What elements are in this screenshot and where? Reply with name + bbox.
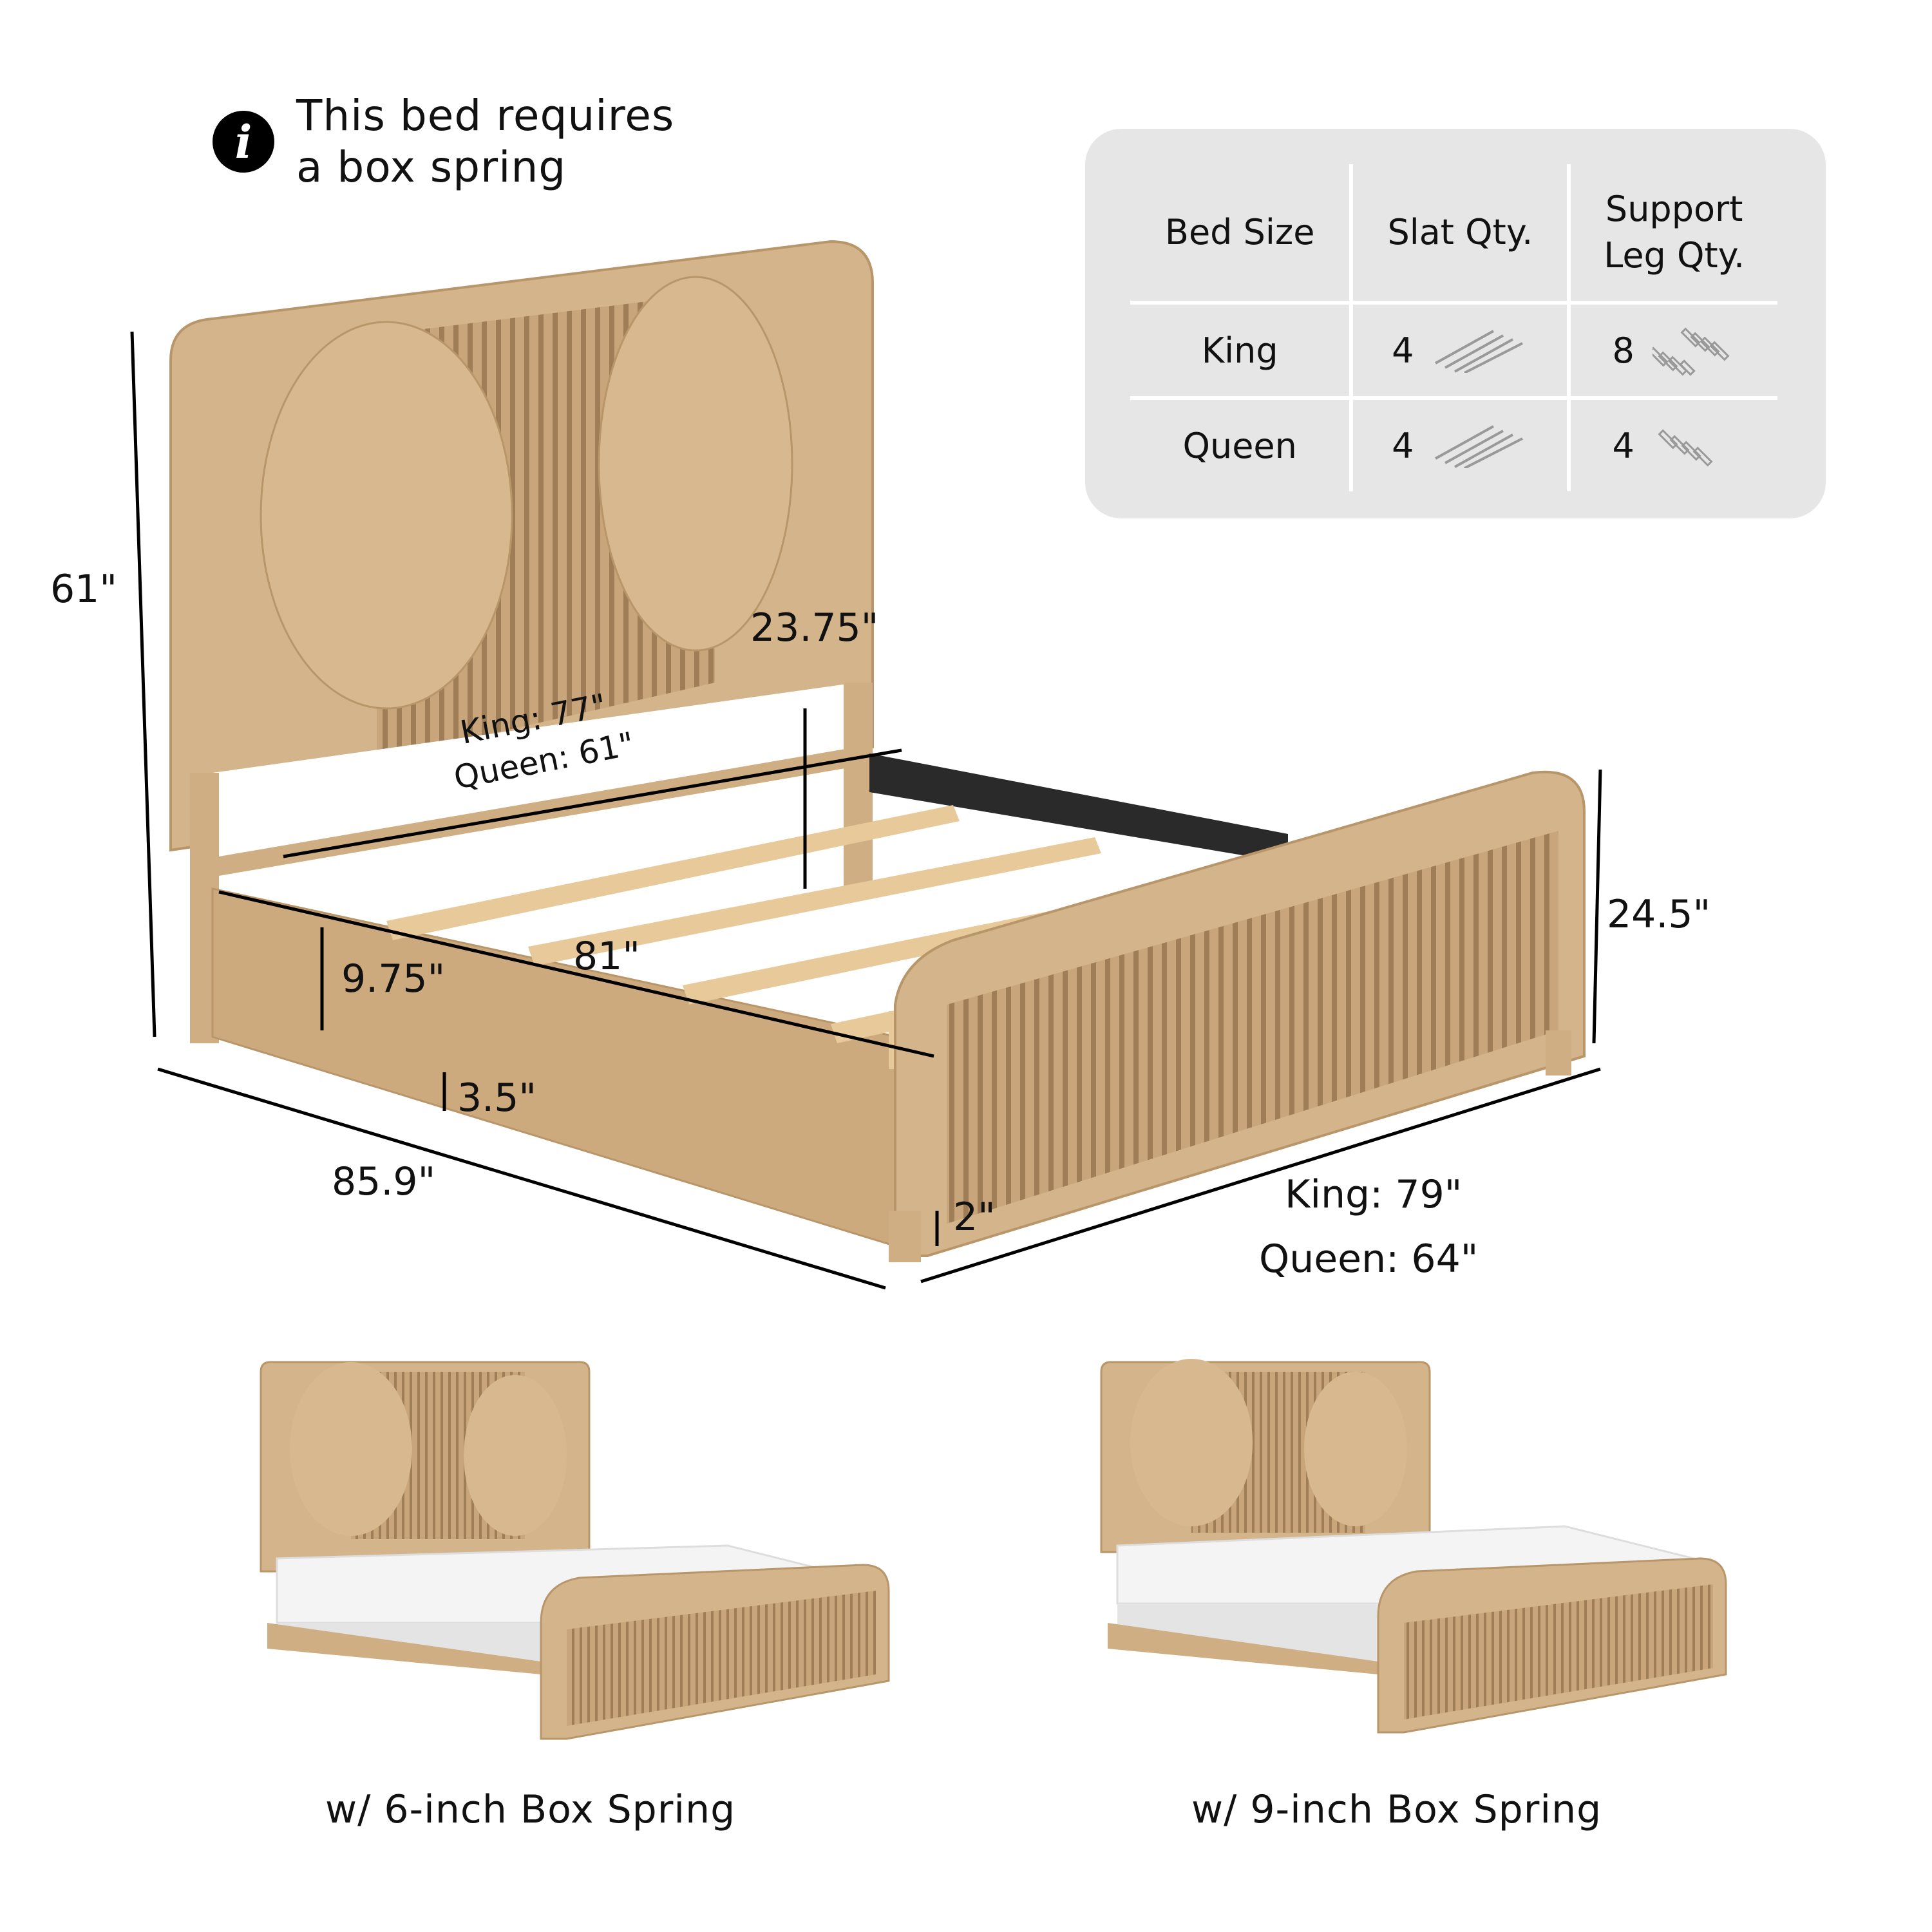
dim-overall-width-king: King: 79" (1285, 1172, 1463, 1217)
support-legs-icon (1652, 327, 1730, 376)
spec-table: Bed Size Slat Qty. Support Leg Qty. King… (1130, 164, 1777, 491)
cell-size: Queen (1130, 396, 1352, 491)
dim-rail-clearance: 3.5" (457, 1075, 537, 1121)
table-row: King 4 8 (1130, 301, 1777, 398)
slats-icon (1434, 330, 1523, 373)
dim-footboard-height: 24.5" (1607, 892, 1711, 937)
support-legs-icon (1658, 429, 1713, 467)
cell-slat-qty: 4 (1392, 330, 1414, 371)
dim-headboard-gap: 23.75" (750, 605, 879, 650)
header-bed-size: Bed Size (1164, 212, 1315, 252)
dim-rail-height: 9.75" (341, 956, 446, 1001)
variant-bed-9-inch (1100, 1359, 1727, 1734)
dimension-lines (130, 331, 1602, 1290)
cell-leg-qty: 8 (1612, 330, 1634, 371)
header-slat-qty: Slat Qty. (1349, 164, 1569, 303)
cell-slat-qty: 4 (1392, 425, 1414, 466)
dim-overall-length: 85.9" (332, 1159, 436, 1204)
spec-table-panel: Bed Size Slat Qty. Support Leg Qty. King… (1085, 129, 1826, 518)
caption-6-inch: w/ 6-inch Box Spring (325, 1787, 736, 1832)
table-row: Queen 4 4 (1130, 396, 1777, 491)
dim-inner-length: 81" (573, 934, 640, 979)
variant-bed-6-inch (260, 1361, 890, 1740)
footboard (889, 770, 1586, 1262)
header-support-leg-qty: Support Leg Qty. (1567, 164, 1777, 303)
dim-overall-width-queen: Queen: 64" (1259, 1236, 1479, 1282)
caption-9-inch: w/ 9-inch Box Spring (1191, 1787, 1602, 1832)
dim-footboard-clearance: 2" (953, 1195, 996, 1240)
cell-leg-qty: 4 (1612, 425, 1634, 466)
slats-icon (1434, 425, 1523, 468)
note-text: This bed requires a box spring (296, 91, 675, 192)
cell-size: King (1130, 301, 1352, 398)
box-spring-note: i This bed requires a box spring (213, 90, 674, 193)
dim-overall-height: 61" (50, 567, 117, 612)
info-icon: i (213, 111, 274, 173)
